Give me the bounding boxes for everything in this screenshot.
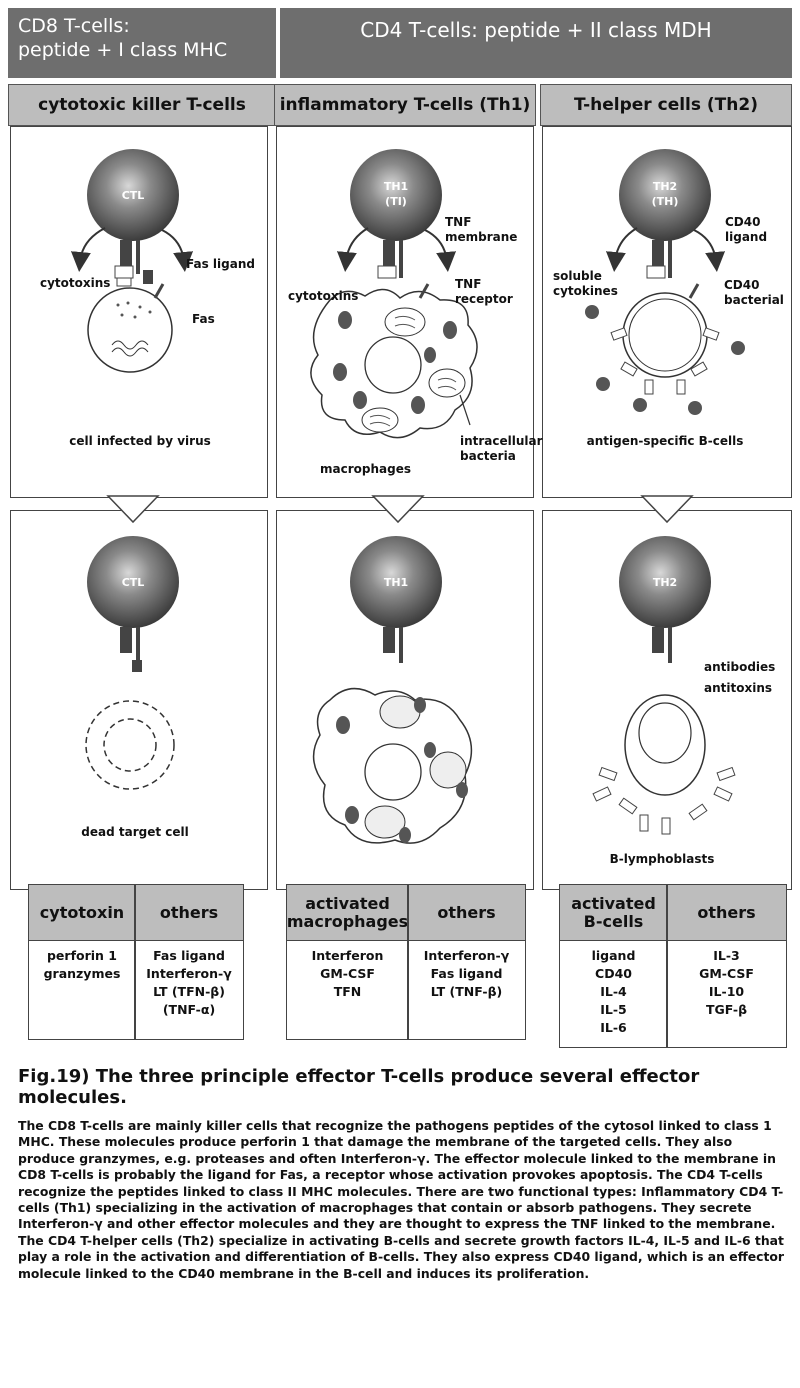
- table-th1-header-2: others: [408, 885, 525, 941]
- table-th2-header-1: activated B-cells: [560, 885, 667, 941]
- transition-arrow-ctl: [106, 495, 160, 524]
- table-th2-divider: [666, 885, 668, 1047]
- infected-cell: [87, 287, 173, 373]
- table-th2: activated B-cells others ligand CD40 IL-…: [559, 884, 787, 1048]
- label-dead-target: dead target cell: [81, 825, 188, 839]
- table-th1-header-1: activated macrophages: [287, 885, 408, 941]
- label-antibodies: antibodies: [704, 660, 775, 674]
- macrophage-top: [310, 288, 478, 439]
- table-th1-cell-2: Interferon-γ Fas ligand LT (TNF-β): [423, 948, 510, 999]
- ctl-receptors-top: [114, 240, 153, 287]
- label-cytotoxins-th1: cytotoxins: [288, 289, 358, 303]
- th2-cell-bottom: TH2: [619, 536, 711, 663]
- table-th1-cell-1: Interferon GM-CSF TFN: [311, 948, 384, 999]
- table-ctl-cell-1: perforin 1 granzymes: [43, 948, 121, 981]
- th1-label-bottom: TH1: [384, 576, 408, 589]
- ctl-cell-bottom: CTL: [87, 536, 179, 672]
- label-cd40-ligand-2: ligand: [725, 230, 767, 244]
- transition-arrow-th1: [371, 495, 425, 524]
- table-ctl-divider: [134, 885, 136, 1039]
- subheader-th2: T-helper cells (Th2): [540, 84, 792, 126]
- th1-label: TH1: [384, 180, 408, 193]
- label-cytotoxins-ctl: cytotoxins: [40, 276, 110, 290]
- label-soluble-2: cytokines: [553, 284, 618, 298]
- b-lymphoblast: [592, 694, 736, 835]
- table-th1: activated macrophages others Interferon …: [286, 884, 526, 1040]
- th2-label-bottom: TH2: [653, 576, 677, 589]
- figure-caption-body: The CD8 T-cells are mainly killer cells …: [18, 1118, 785, 1281]
- table-ctl: cytotoxin others perforin 1 granzymes Fa…: [28, 884, 244, 1040]
- th1-cell-bottom: TH1: [350, 536, 442, 663]
- label-fas: Fas: [192, 312, 215, 326]
- arrow-cytotoxins-ctl: [70, 227, 106, 272]
- label-intracellular-1: intracellular: [460, 434, 543, 448]
- ctl-label-bottom: CTL: [122, 576, 145, 589]
- table-ctl-header-1: cytotoxin: [29, 885, 135, 941]
- arrow-cd40-th2: [693, 229, 726, 272]
- label-cell-infected: cell infected by virus: [69, 434, 211, 448]
- label-soluble-1: soluble: [553, 269, 602, 283]
- arrow-tnf-th1: [424, 229, 457, 272]
- cd4-header: CD4 T-cells: peptide + II class MDH: [280, 8, 792, 78]
- table-ctl-header-2: others: [135, 885, 243, 941]
- th1-cell-top: TH1 (TI): [350, 149, 442, 279]
- th2-alt-label: (TH): [652, 195, 679, 208]
- table-th1-divider: [407, 885, 409, 1039]
- label-antitoxins: antitoxins: [704, 681, 772, 695]
- table-th2-cell-1: ligand CD40 IL-4 IL-5 IL-6: [591, 948, 636, 1035]
- dead-target-cell: [85, 700, 175, 790]
- label-intracellular-2: bacteria: [460, 449, 516, 463]
- table-ctl-cell-2: Fas ligand Interferon-γ LT (TFN-β) (TNF-…: [146, 948, 232, 1017]
- effector-cells-diagram: CTL Fas ligand cytotoxins Fas cell infec…: [40, 149, 784, 866]
- table-th2-header-2: others: [667, 885, 786, 941]
- th2-cell-top: TH2 (TH): [619, 149, 711, 279]
- transition-arrow-th2: [640, 495, 694, 524]
- arrow-fas-ctl: [161, 229, 194, 272]
- cd8-header: CD8 T-cells: peptide + I class MHC: [8, 8, 276, 78]
- label-cd40-ligand-1: CD40: [725, 215, 760, 229]
- label-macrophages: macrophages: [320, 462, 411, 476]
- label-cd40-bacterial-1: CD40: [724, 278, 759, 292]
- subheader-th1: inflammatory T-cells (Th1): [274, 84, 536, 126]
- label-fas-ligand: Fas ligand: [186, 257, 255, 271]
- arrow-cytokines-th2: [605, 227, 638, 272]
- label-tnf-membrane-2: membrane: [445, 230, 517, 244]
- fas-receptor: [153, 283, 165, 299]
- figure-caption-title: Fig.19) The three principle effector T-c…: [18, 1066, 700, 1108]
- b-cell-top: [585, 292, 745, 415]
- label-b-lymphoblasts: B-lymphoblasts: [610, 852, 715, 866]
- ctl-cell-top: CTL: [87, 149, 179, 241]
- cd40-receptor: [688, 283, 700, 299]
- label-cd40-bacterial-2: bacterial: [724, 293, 784, 307]
- tnf-receptor: [418, 283, 430, 299]
- th1-alt-label: (TI): [385, 195, 407, 208]
- ctl-label: CTL: [122, 189, 145, 202]
- arrow-cytotoxins-th1: [336, 227, 369, 272]
- label-tnf-membrane-1: TNF: [445, 215, 471, 229]
- table-th2-cell-2: IL-3 GM-CSF IL-10 TGF-β: [699, 948, 754, 1017]
- label-tnf-receptor-1: TNF: [455, 277, 481, 291]
- th2-label: TH2: [653, 180, 677, 193]
- label-antigen-bcells: antigen-specific B-cells: [587, 434, 744, 448]
- label-tnf-receptor-2: receptor: [455, 292, 513, 306]
- activated-macrophage: [312, 687, 473, 844]
